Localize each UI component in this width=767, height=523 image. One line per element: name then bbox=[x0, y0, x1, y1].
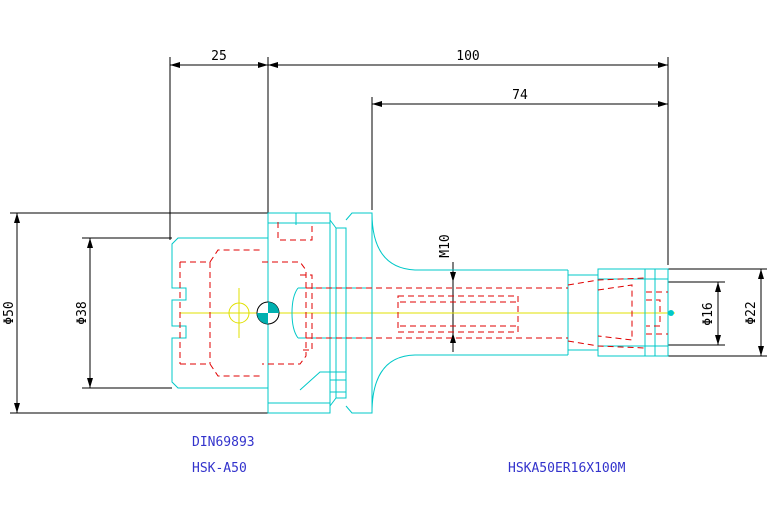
hidden-lines bbox=[179, 222, 668, 377]
part-number-label: HSKA50ER16X100M bbox=[508, 461, 626, 476]
dimension-74: 74 bbox=[371, 88, 668, 210]
dimension-dia50: Φ50 bbox=[2, 212, 268, 414]
standard-label: DIN69893 bbox=[192, 435, 255, 450]
dimension-74-label: 74 bbox=[512, 88, 528, 103]
dimension-25-label: 25 bbox=[211, 49, 227, 64]
dimension-dia16-label: Φ16 bbox=[701, 302, 716, 325]
center-symbol bbox=[228, 301, 674, 325]
dimension-dia22: Φ22 bbox=[668, 268, 767, 357]
dimension-m10: M10 bbox=[438, 234, 456, 352]
dimension-100-label: 100 bbox=[456, 49, 479, 64]
dimension-m10-label: M10 bbox=[438, 234, 453, 257]
dimension-25: 25 bbox=[169, 49, 269, 240]
dimension-dia16: Φ16 bbox=[668, 281, 725, 346]
dimension-100: 100 bbox=[268, 49, 669, 265]
dimension-dia50-label: Φ50 bbox=[2, 301, 17, 324]
interface-label: HSK-A50 bbox=[192, 461, 247, 476]
dimension-dia38: Φ38 bbox=[75, 237, 172, 389]
centerline bbox=[180, 288, 675, 338]
holder-outline bbox=[171, 212, 669, 414]
dimension-dia22-label: Φ22 bbox=[744, 301, 759, 324]
dimension-dia38-label: Φ38 bbox=[75, 301, 90, 324]
